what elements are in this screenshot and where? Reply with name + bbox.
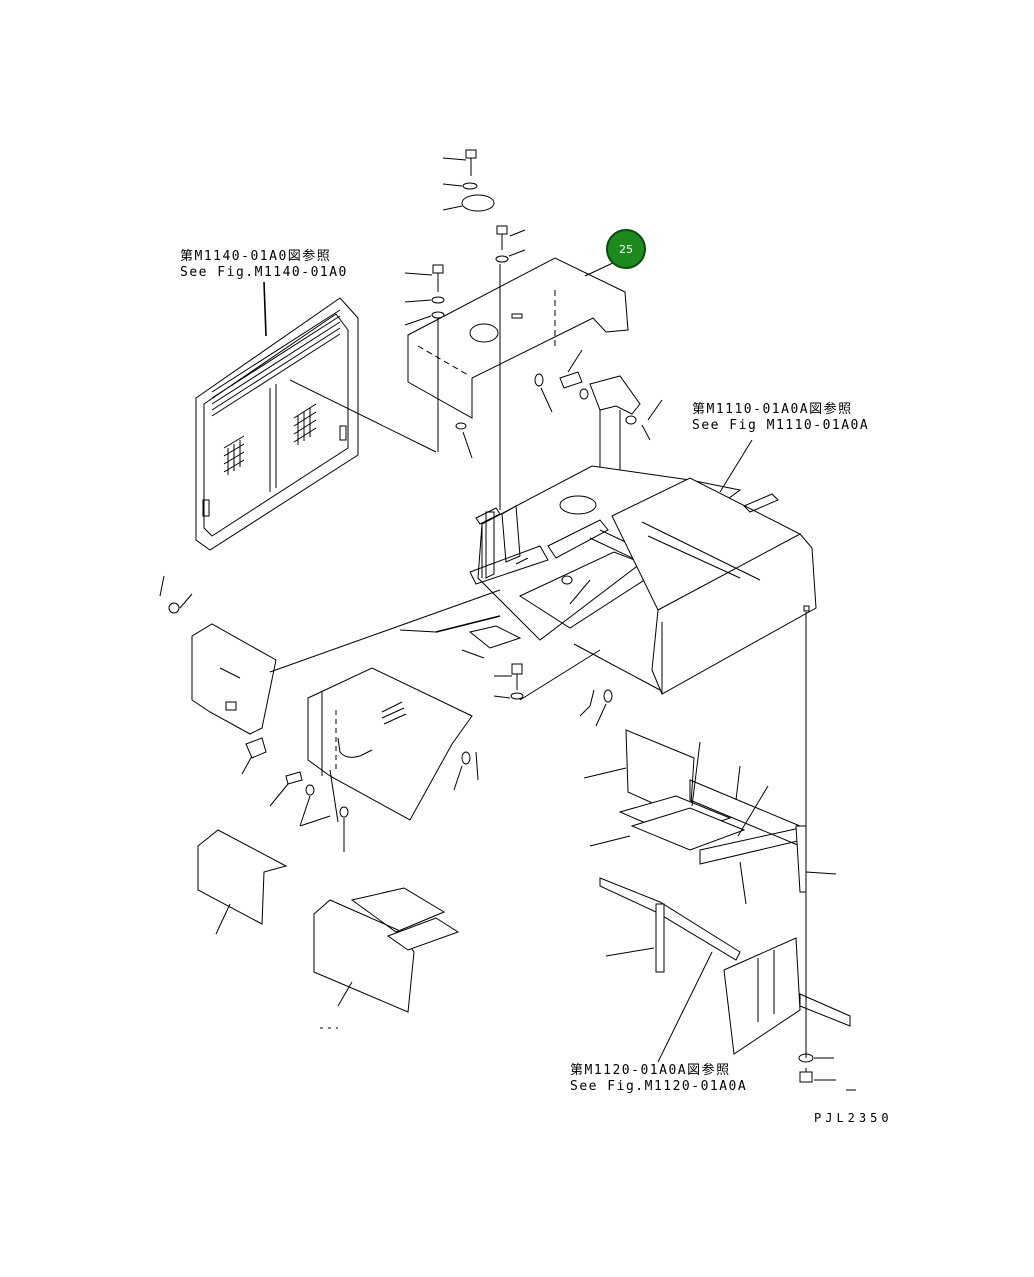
- ref-leader-m1110: [719, 439, 753, 493]
- reference-m1140-en: See Fig.M1140-01A0: [180, 265, 348, 280]
- reference-m1110-en: See Fig M1110-01A0A: [692, 418, 870, 433]
- support-rod: [399, 615, 601, 701]
- pin-bracket: [534, 349, 663, 530]
- reference-m1110: 第M1110-01A0A図参照 See Fig M1110-01A0A: [692, 402, 869, 434]
- lower-center-cover: [313, 887, 460, 1029]
- engine-hood: [611, 477, 817, 1058]
- reference-m1140: 第M1140-01A0図参照 See Fig.M1140-01A0: [180, 249, 348, 281]
- reference-m1120: 第M1120-01A0A図参照 See Fig.M1120-01A0A: [570, 1063, 747, 1095]
- grille-left: [223, 435, 245, 475]
- top-fasteners: [404, 149, 526, 326]
- frame-leaders: [583, 741, 837, 957]
- drawing-code: PJL2350: [814, 1111, 893, 1125]
- callout-leader-25: [584, 261, 616, 277]
- reference-m1140-jp: 第M1140-01A0図参照: [180, 249, 332, 264]
- upper-cover-plate: [407, 257, 629, 510]
- ref-leader-m1120: [657, 951, 713, 1063]
- grille-right: [293, 403, 317, 445]
- floor-frame: [583, 729, 856, 1091]
- side-door-panel: [195, 281, 437, 551]
- reference-m1120-jp: 第M1120-01A0A図参照: [570, 1063, 731, 1078]
- reference-m1110-jp: 第M1110-01A0A図参照: [692, 402, 853, 417]
- reference-m1120-en: See Fig.M1120-01A0A: [570, 1079, 748, 1094]
- lower-fasteners: [269, 689, 613, 852]
- callout-badge-label: 25: [619, 242, 633, 256]
- access-panel: [307, 667, 479, 823]
- callout-badge-25[interactable]: 25: [606, 229, 646, 269]
- lower-left-cover: [197, 829, 288, 935]
- left-side-plate: [159, 575, 501, 775]
